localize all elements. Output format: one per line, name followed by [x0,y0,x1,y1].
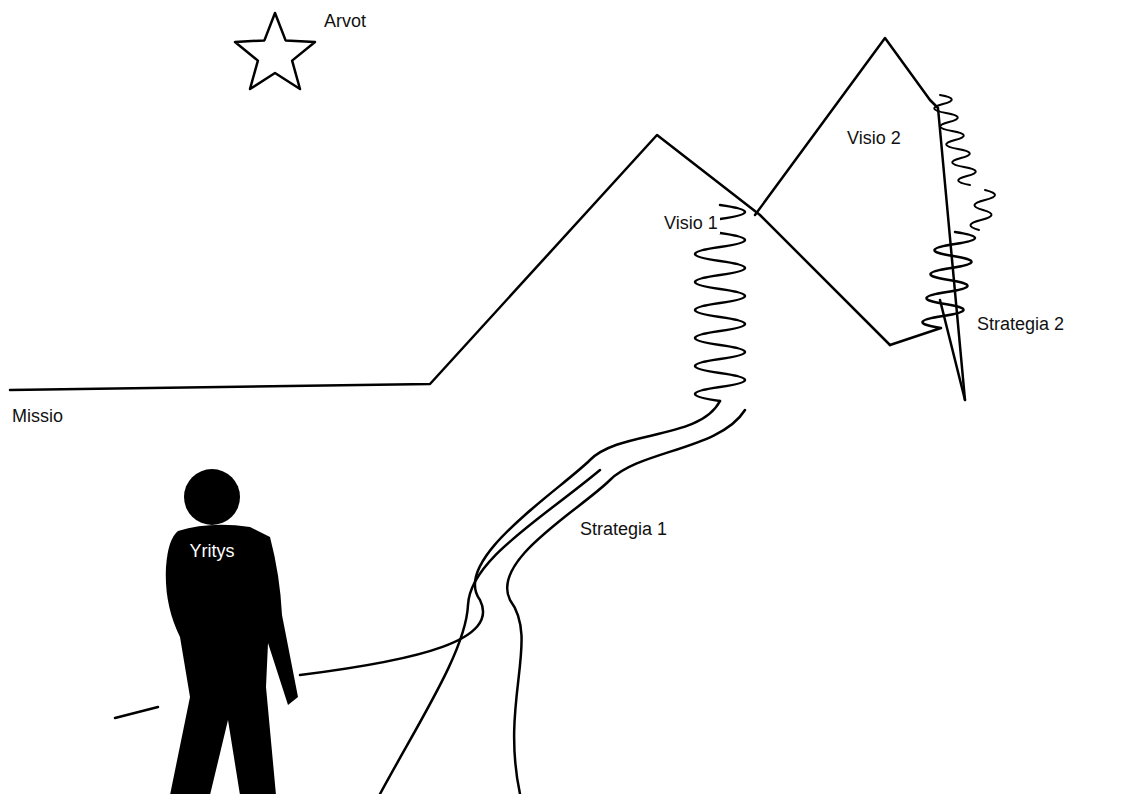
text-label: Strategia 1 [578,518,669,540]
road-line [507,410,745,794]
text-label: Missio [10,405,65,427]
path-zigzag [934,95,976,185]
person-silhouette: Yritys [150,465,310,794]
mountain-outline [755,38,965,400]
road-line [300,401,720,675]
star [235,13,315,89]
silhouette-shape [150,465,310,794]
path-zigzag [695,205,745,401]
road-line [115,707,158,718]
text-label: Visio 2 [845,127,903,149]
road-line [380,470,600,794]
mountain-outline [10,135,890,390]
path-zigzag [970,190,995,230]
text-label: Visio 1 [662,212,720,234]
text-label: Arvot [322,10,368,32]
node-label: Yritys [150,540,274,562]
path-zigzag [890,232,975,345]
text-label: Strategia 2 [975,313,1066,335]
